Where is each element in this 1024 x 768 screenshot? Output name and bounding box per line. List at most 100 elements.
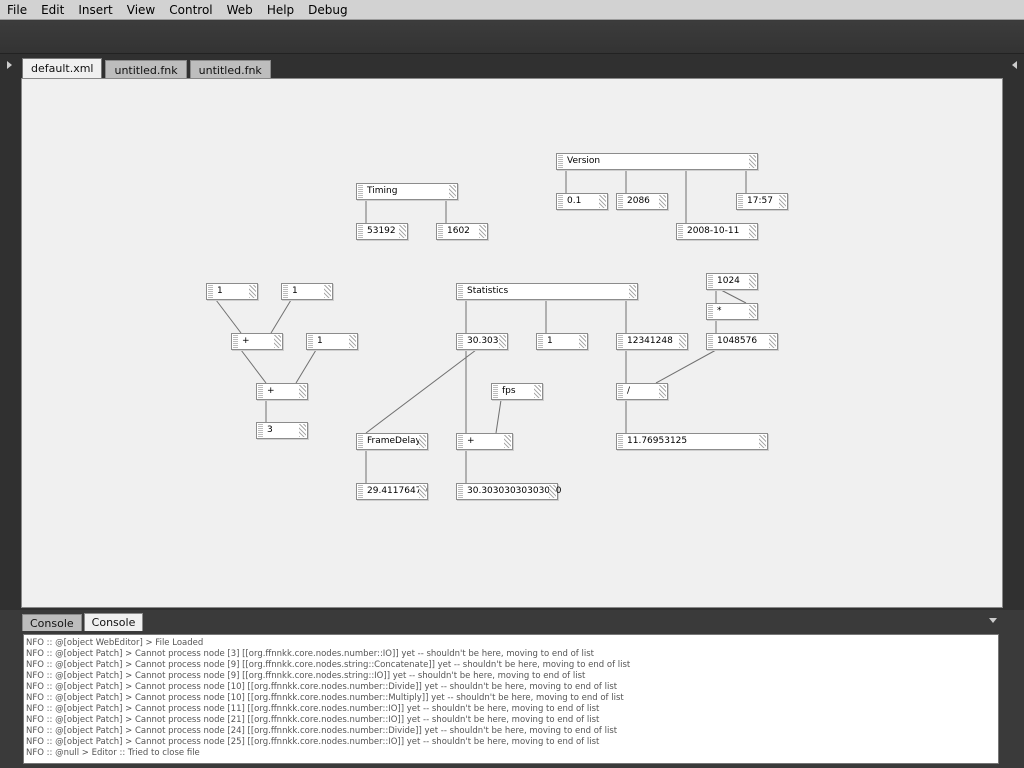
menu-view[interactable]: View — [126, 2, 156, 17]
patch-node-result-3[interactable]: 3 — [256, 422, 308, 439]
node-resize-grip[interactable] — [479, 225, 486, 238]
node-inlet-grip[interactable] — [358, 185, 363, 198]
node-resize-grip[interactable] — [549, 485, 556, 498]
node-inlet-grip[interactable] — [618, 195, 623, 208]
menu-edit[interactable]: Edit — [41, 2, 65, 17]
wire-stat-fps-to-framedelay[interactable] — [365, 349, 477, 434]
tab-default-xml[interactable]: default.xml — [22, 58, 103, 78]
console-tab-2[interactable]: Console — [83, 613, 144, 631]
wire-num-1048576-to-divide[interactable] — [655, 349, 717, 384]
node-resize-grip[interactable] — [249, 285, 256, 298]
node-resize-grip[interactable] — [659, 195, 666, 208]
patch-node-version-time[interactable]: 17:57 — [736, 193, 788, 210]
node-inlet-grip[interactable] — [618, 435, 623, 448]
patch-node-divide[interactable]: / — [616, 383, 668, 400]
patch-node-plus-2[interactable]: + — [256, 383, 308, 400]
node-resize-grip[interactable] — [599, 195, 606, 208]
node-inlet-grip[interactable] — [358, 435, 363, 448]
patch-node-timing-a[interactable]: 53192 — [356, 223, 408, 240]
node-inlet-grip[interactable] — [358, 225, 363, 238]
node-resize-grip[interactable] — [679, 335, 686, 348]
patch-node-statistics[interactable]: Statistics — [456, 283, 638, 300]
wire-num-1024-to-multiply[interactable] — [720, 289, 747, 304]
node-inlet-grip[interactable] — [708, 335, 713, 348]
node-inlet-grip[interactable] — [458, 435, 463, 448]
patch-node-num-1048576[interactable]: 1048576 — [706, 333, 778, 350]
patch-node-divide-result[interactable]: 11.76953125 — [616, 433, 768, 450]
tab-untitled-fnk-2[interactable]: untitled.fnk — [189, 60, 271, 79]
patch-node-version-major[interactable]: 0.1 — [556, 193, 608, 210]
menu-file[interactable]: File — [7, 2, 28, 17]
node-inlet-grip[interactable] — [558, 155, 563, 168]
wire-num-1a-to-plus-1[interactable] — [215, 299, 242, 334]
node-inlet-grip[interactable] — [618, 335, 623, 348]
node-inlet-grip[interactable] — [738, 195, 743, 208]
wire-num-1c-to-plus-2[interactable] — [295, 349, 317, 384]
node-inlet-grip[interactable] — [258, 385, 263, 398]
node-resize-grip[interactable] — [749, 225, 756, 238]
node-resize-grip[interactable] — [274, 335, 281, 348]
node-inlet-grip[interactable] — [493, 385, 498, 398]
patch-node-version[interactable]: Version — [556, 153, 758, 170]
node-inlet-grip[interactable] — [258, 424, 263, 437]
menu-insert[interactable]: Insert — [78, 2, 113, 17]
node-inlet-grip[interactable] — [618, 385, 623, 398]
node-resize-grip[interactable] — [629, 285, 636, 298]
wire-fps-string-to-concat[interactable] — [495, 399, 502, 434]
node-inlet-grip[interactable] — [358, 485, 363, 498]
patch-node-num-1a[interactable]: 1 — [206, 283, 258, 300]
node-resize-grip[interactable] — [299, 424, 306, 437]
patch-node-num-1024[interactable]: 1024 — [706, 273, 758, 290]
patch-node-timing[interactable]: Timing — [356, 183, 458, 200]
node-resize-grip[interactable] — [499, 335, 506, 348]
patch-node-plus-1[interactable]: + — [231, 333, 283, 350]
patch-node-version-date[interactable]: 2008-10-11 — [676, 223, 758, 240]
node-inlet-grip[interactable] — [558, 195, 563, 208]
node-inlet-grip[interactable] — [458, 285, 463, 298]
node-inlet-grip[interactable] — [283, 285, 288, 298]
node-resize-grip[interactable] — [419, 435, 426, 448]
node-resize-grip[interactable] — [419, 485, 426, 498]
right-panel-arrow-icon[interactable] — [1012, 61, 1017, 69]
patch-node-num-1b[interactable]: 1 — [281, 283, 333, 300]
patch-node-framedelay-result[interactable]: 29.41176470 — [356, 483, 428, 500]
node-resize-grip[interactable] — [769, 335, 776, 348]
patch-node-stat-one[interactable]: 1 — [536, 333, 588, 350]
node-resize-grip[interactable] — [534, 385, 541, 398]
patch-node-multiply[interactable]: * — [706, 303, 758, 320]
node-inlet-grip[interactable] — [458, 335, 463, 348]
node-inlet-grip[interactable] — [438, 225, 443, 238]
patch-node-fps-string[interactable]: fps — [491, 383, 543, 400]
node-inlet-grip[interactable] — [708, 305, 713, 318]
patch-node-framedelay[interactable]: FrameDelay — [356, 433, 428, 450]
menu-help[interactable]: Help — [266, 2, 295, 17]
patch-node-timing-b[interactable]: 1602 — [436, 223, 488, 240]
patch-canvas[interactable]: Version 0.1 2086 17:57 2008-10-11 Timing 53192… — [21, 78, 1003, 608]
left-panel-arrow-icon[interactable] — [7, 61, 12, 69]
node-resize-grip[interactable] — [659, 385, 666, 398]
node-inlet-grip[interactable] — [308, 335, 313, 348]
node-inlet-grip[interactable] — [538, 335, 543, 348]
node-resize-grip[interactable] — [349, 335, 356, 348]
node-resize-grip[interactable] — [504, 435, 511, 448]
node-inlet-grip[interactable] — [458, 485, 463, 498]
console-menu-arrow-icon[interactable] — [989, 618, 997, 623]
node-resize-grip[interactable] — [579, 335, 586, 348]
node-inlet-grip[interactable] — [233, 335, 238, 348]
node-resize-grip[interactable] — [779, 195, 786, 208]
node-resize-grip[interactable] — [324, 285, 331, 298]
console-tab-1[interactable]: Console — [22, 614, 82, 631]
node-inlet-grip[interactable] — [208, 285, 213, 298]
tab-untitled-fnk-1[interactable]: untitled.fnk — [105, 60, 187, 79]
menu-web[interactable]: Web — [226, 2, 253, 17]
menu-debug[interactable]: Debug — [308, 2, 348, 17]
node-resize-grip[interactable] — [299, 385, 306, 398]
patch-node-stat-fps[interactable]: 30.3030 — [456, 333, 508, 350]
patch-node-version-build[interactable]: 2086 — [616, 193, 668, 210]
patch-node-num-1c[interactable]: 1 — [306, 333, 358, 350]
node-resize-grip[interactable] — [749, 275, 756, 288]
wire-num-1b-to-plus-1[interactable] — [270, 299, 292, 334]
node-inlet-grip[interactable] — [708, 275, 713, 288]
node-inlet-grip[interactable] — [678, 225, 683, 238]
node-resize-grip[interactable] — [749, 155, 756, 168]
